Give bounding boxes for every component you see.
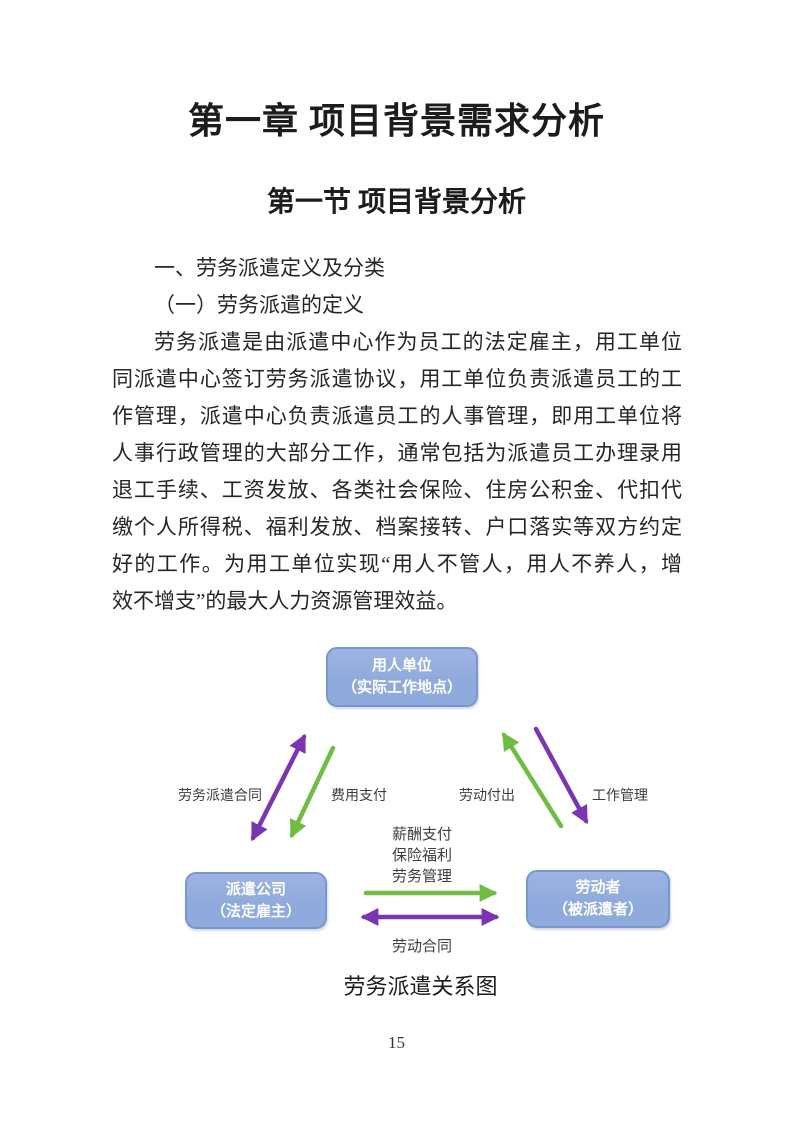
label-services-line: 保险福利: [391, 847, 452, 864]
heading-level2: （一）劳务派遣的定义: [154, 293, 364, 317]
paragraph-line: 人事行政管理的大部分工作，通常包括为派遣员工办理录用: [112, 441, 682, 465]
node-employer-subtitle: （实际工作地点）: [341, 679, 462, 696]
node-worker-title: 劳动者: [575, 879, 621, 896]
paragraph-line: 同派遣中心签订劳务派遣协议，用工单位负责派遣员工的工: [112, 367, 682, 391]
node-employer-title: 用人单位: [371, 657, 432, 674]
paragraph-line: 作管理，派遣中心负责派遣员工的人事管理，即用工单位将: [112, 404, 682, 428]
label-work-management: 工作管理: [592, 787, 648, 803]
heading-level1: 一、劳务派遣定义及分类: [154, 256, 385, 280]
arrow-work-management: [533, 726, 589, 825]
chapter-title: 第一章 项目背景需求分析: [187, 101, 605, 141]
label-services-line: 劳务管理: [391, 868, 452, 885]
paragraph-line: 退工手续、工资发放、各类社会保险、住房公积金、代扣代: [112, 478, 682, 502]
paragraph-line: 好的工作。为用工单位实现“用人不管人，用人不养人，增: [112, 552, 682, 576]
arrow-dispatch-contract: [250, 733, 307, 842]
node-dispatch-company: 派遣公司 （法定雇主）: [185, 872, 327, 929]
arrow-labor-output: [501, 731, 564, 829]
paragraph-line: 缴个人所得税、福利发放、档案接转、户口落实等双方约定: [112, 515, 682, 539]
arrow-fee-payment: [289, 745, 336, 839]
label-fee-payment: 费用支付: [331, 787, 387, 803]
node-employer: 用人单位 （实际工作地点）: [326, 647, 478, 707]
label-services: 薪酬支付 保险福利 劳务管理: [382, 824, 462, 887]
node-worker: 劳动者 （被派遣者）: [526, 870, 670, 928]
node-worker-subtitle: （被派遣者）: [552, 901, 643, 918]
page-number: 15: [388, 1033, 405, 1052]
label-labor-output: 劳动付出: [459, 787, 515, 803]
label-dispatch-contract: 劳务派遣合同: [178, 787, 262, 803]
labor-dispatch-diagram: 用人单位 （实际工作地点） 派遣公司 （法定雇主） 劳动者 （被派遣者） 劳务派…: [0, 630, 793, 975]
section-title: 第一节 项目背景分析: [266, 187, 526, 218]
node-dispatch-title: 派遣公司: [225, 880, 286, 898]
paragraph-line: 效不增支”的最大人力资源管理效益。: [112, 589, 458, 613]
node-dispatch-subtitle: （法定雇主）: [210, 902, 301, 920]
label-labor-contract: 劳动合同: [391, 938, 452, 955]
diagram-arrows: [250, 726, 589, 926]
body-text: 一、劳务派遣定义及分类 （一）劳务派遣的定义 劳务派遣是由派遣中心作为员工的法定…: [112, 250, 682, 620]
figure-caption: 劳务派遣关系图: [343, 974, 498, 999]
label-services-line: 薪酬支付: [391, 826, 452, 843]
paragraph-line: 劳务派遣是由派遣中心作为员工的法定雇主，用工单位: [154, 330, 682, 354]
